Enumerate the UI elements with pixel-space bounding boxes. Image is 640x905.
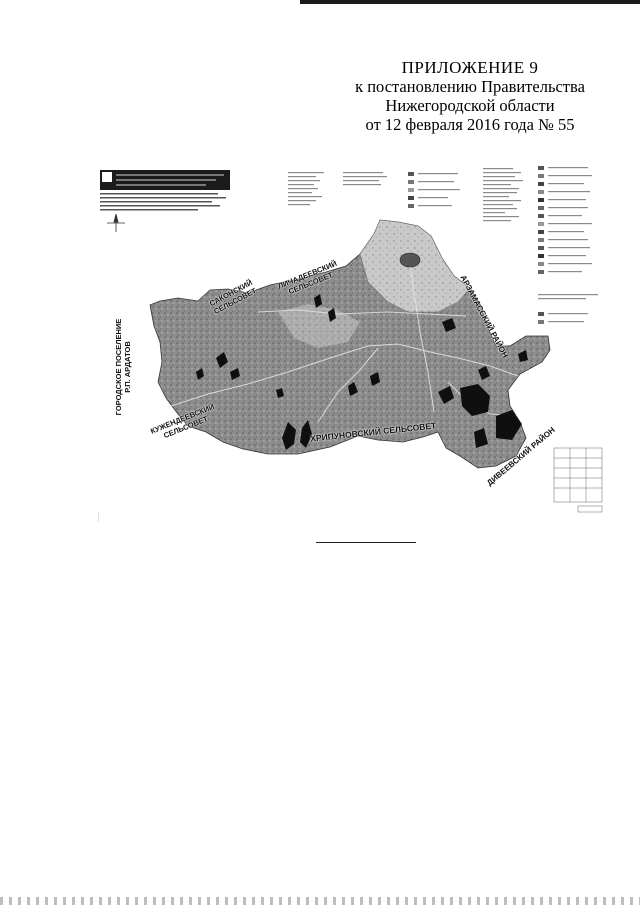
map-lake [399,252,421,268]
appendix-line-resolution: к постановлению Правительства [355,77,585,96]
map-roads [167,251,519,423]
appendix-line-region: Нижегородской области [385,96,555,115]
divider-line [316,542,416,543]
map-legend [288,166,598,324]
appendix-title: ПРИЛОЖЕНИЕ 9 [401,58,539,77]
label-gorodskoe: ГОРОДСКОЕ ПОСЕЛЕНИЕ Р.П. АРДАТОВ [114,318,132,416]
scan-edge-top [300,0,640,4]
appendix-line-date: от 12 февраля 2016 года № 55 [365,115,575,134]
appendix-header: ПРИЛОЖЕНИЕ 9 к постановлению Правительст… [300,58,640,134]
map-sheet: САКОНСКИЙ СЕЛЬСОВЕТ ЛИЧАДЕЕВСКИЙ СЕЛЬСОВ… [98,162,608,522]
district-territory [149,219,551,469]
map-title-block [100,170,230,211]
map-svg [98,166,603,522]
scan-edge-bottom [0,897,640,905]
map-dark-areas [196,294,528,450]
north-arrow-icon [107,213,125,232]
map-stamp-table [553,447,603,513]
